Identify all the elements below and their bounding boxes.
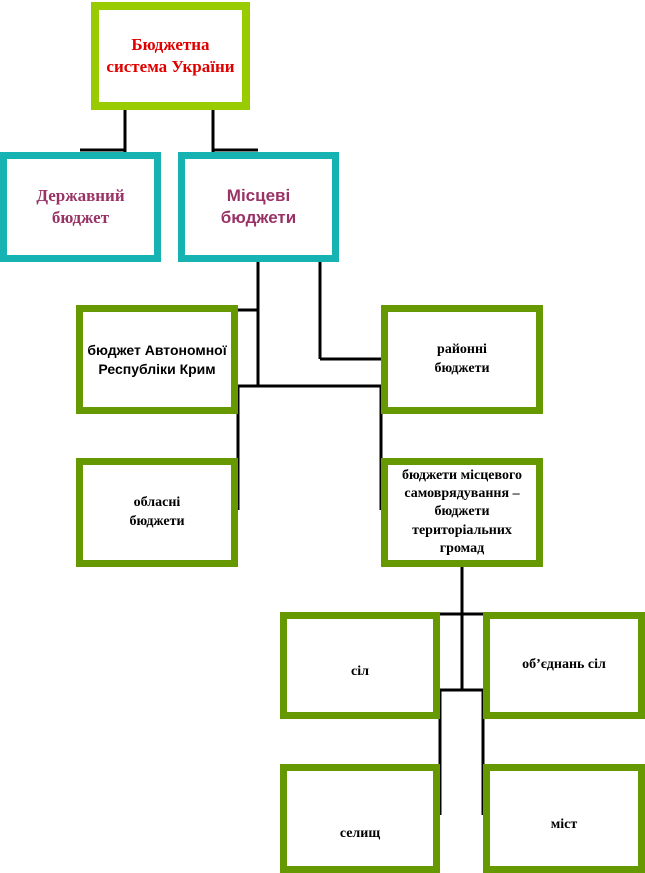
node-local-budgets: Місцеві бюджети <box>178 152 339 262</box>
node-crimea-budget: бюджет Автономної Республіки Крим <box>76 305 238 414</box>
node-self-government-budgets: бюджети місцевого самоврядування – бюдже… <box>381 458 543 567</box>
node-label: Місцеві бюджети <box>220 185 297 227</box>
node-label: селищ <box>339 826 381 842</box>
node-district-budgets: районні бюджети <box>381 305 543 414</box>
node-budget-system: Бюджетна система України <box>91 2 250 110</box>
node-villages: сіл <box>280 612 440 719</box>
node-label: міст <box>550 817 578 833</box>
node-label: бюджет Автономної Республіки Крим <box>87 342 227 377</box>
node-settlements: селищ <box>280 764 440 873</box>
node-label: Державний бюджет <box>36 185 125 227</box>
node-label: сіл <box>351 664 369 680</box>
node-cities: міст <box>483 764 645 873</box>
node-state-budget: Державний бюджет <box>0 152 161 262</box>
node-label: об’єднань сіл <box>522 657 606 673</box>
node-label: бюджети місцевого самоврядування – бюдже… <box>402 468 522 556</box>
node-label: Бюджетна система України <box>106 34 235 76</box>
node-label: районні бюджети <box>434 342 490 376</box>
node-label: обласні бюджети <box>129 495 185 529</box>
node-united-villages: об’єднань сіл <box>483 612 645 719</box>
node-oblast-budgets: обласні бюджети <box>76 458 238 567</box>
